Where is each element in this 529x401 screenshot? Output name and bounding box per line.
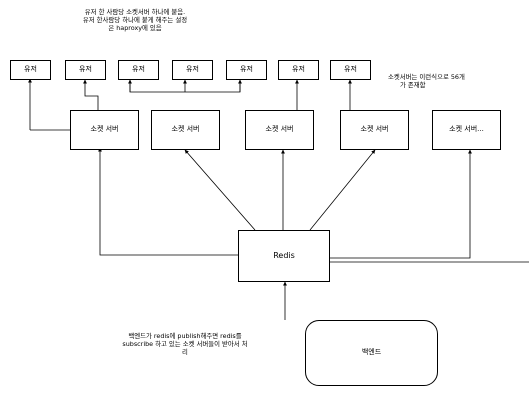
- note-server-count-line-1: 소켓서버는 이런식으로 56개: [388, 73, 465, 81]
- user-box-5: 유저: [226, 60, 267, 80]
- note-haproxy-line-1: 유저 한 사람당 소켓서버 하나에 붙음.: [84, 8, 186, 16]
- socket-server-box-3: 소켓 서버: [245, 110, 314, 150]
- note-publish-subscribe: 백엔드가 redis에 publish해주면 redis를 subscribe …: [95, 332, 275, 356]
- note-publish-line-3: 리: [182, 348, 188, 356]
- connector-redis-server2: [184, 149, 256, 231]
- note-haproxy-line-2: 유저 한사람당 하나에 붙게 해주는 설정: [82, 16, 188, 24]
- user-box-7: 유저: [330, 60, 371, 80]
- redis-box: Redis: [238, 230, 330, 282]
- note-server-count-line-2: 가 존재함: [400, 81, 426, 89]
- connector-server1-user2: [83, 79, 99, 110]
- note-haproxy: 유저 한 사람당 소켓서버 하나에 붙음. 유저 한사람당 하나에 붙게 해주는…: [40, 8, 230, 32]
- user-box-3: 유저: [118, 60, 159, 80]
- socket-server-box-5: 소켓 서버...: [432, 110, 501, 150]
- note-haproxy-line-3: 은 haproxy에 있음: [108, 24, 162, 32]
- note-publish-line-2: subscribe 하고 있는 소켓 서버들이 받아서 처: [122, 340, 248, 348]
- socket-server-box-4: 소켓 서버: [340, 110, 409, 150]
- connector-redis-server1: [98, 147, 238, 256]
- user-box-2: 유저: [65, 60, 106, 80]
- note-server-count: 소켓서버는 이런식으로 56개 가 존재함: [388, 73, 465, 89]
- user-box-6: 유저: [278, 60, 319, 80]
- backend-box: 백엔드: [305, 320, 438, 386]
- connector-redis-server4: [309, 149, 376, 231]
- user-box-4: 유저: [172, 60, 213, 80]
- socket-server-box-1: 소켓 서버: [70, 110, 139, 150]
- socket-server-box-2: 소켓 서버: [151, 110, 220, 150]
- user-box-1: 유저: [10, 60, 51, 80]
- connector-redis-server5: [330, 149, 472, 259]
- note-publish-line-1: 백엔드가 redis에 publish해주면 redis를: [128, 332, 242, 340]
